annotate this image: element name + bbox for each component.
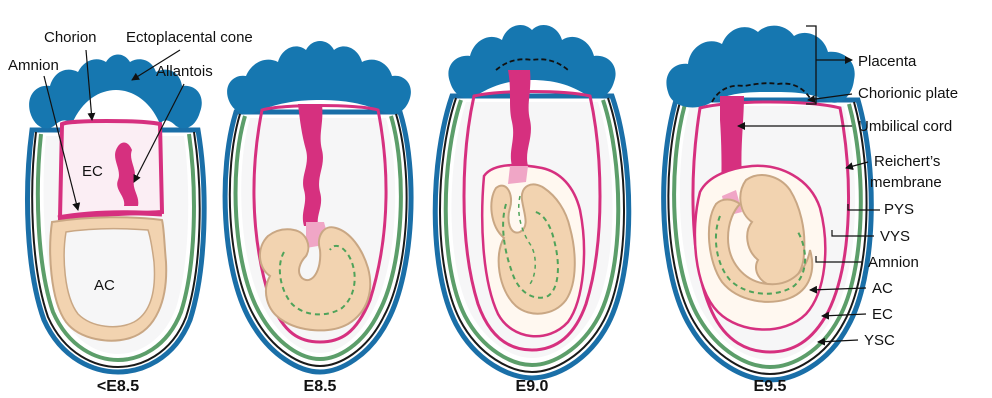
label-reicherts-line1: Reichert’s — [874, 153, 940, 170]
label-chorionic-plate: Chorionic plate — [858, 85, 958, 102]
placenta — [666, 26, 854, 108]
label-reicherts-line2: membrane — [870, 174, 942, 191]
umbilical-cord — [508, 70, 531, 166]
label-ac: AC — [94, 277, 115, 294]
panel-e8-5-early: EC AC — [28, 55, 205, 373]
label-umbilical-cord: Umbilical cord — [858, 118, 952, 135]
placenta — [227, 41, 411, 114]
placenta — [448, 25, 615, 98]
exocoelomic-cavity-ec — [60, 121, 162, 218]
label-ec-right: EC — [872, 306, 893, 323]
stage-label-e8-5: E8.5 — [304, 378, 337, 395]
stage-labels: <E8.5 E8.5 E9.0 E9.5 — [97, 378, 787, 395]
panel-e9-5 — [664, 26, 872, 380]
panel-e9-0 — [435, 25, 629, 378]
label-amnion-right: Amnion — [868, 254, 919, 271]
label-allantois: Allantois — [156, 63, 213, 80]
label-ectoplacental-cone: Ectoplacental cone — [126, 29, 253, 46]
label-chorion: Chorion — [44, 29, 97, 46]
stage-label-e9-5: E9.5 — [754, 378, 787, 395]
label-ec: EC — [82, 163, 103, 180]
label-pys: PYS — [884, 201, 914, 218]
amnion-light — [508, 166, 528, 184]
label-ac-right: AC — [872, 280, 893, 297]
stage-label-pre-e8-5: <E8.5 — [97, 378, 139, 395]
stage-label-e9-0: E9.0 — [516, 378, 549, 395]
label-amnion: Amnion — [8, 57, 59, 74]
label-placenta: Placenta — [858, 53, 917, 70]
panel-e8-5 — [225, 41, 411, 372]
label-vys: VYS — [880, 228, 910, 245]
label-ysc: YSC — [864, 332, 895, 349]
